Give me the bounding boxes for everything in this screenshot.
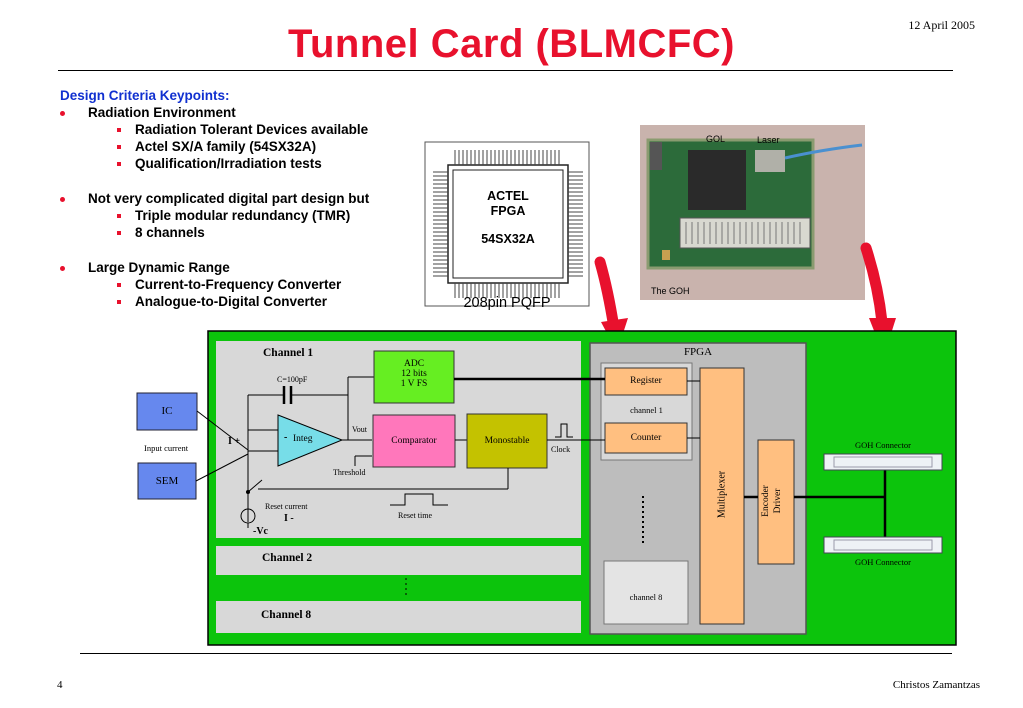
channel-2-label: Channel 2 (262, 552, 313, 564)
multiplexer-box (699, 367, 745, 625)
channel-8-small-label: channel 8 (629, 592, 663, 602)
header-rule (58, 70, 953, 71)
photo-label-gol: GOL (706, 134, 726, 144)
integ-minus-label: - (284, 432, 288, 443)
chip-label-1: ACTEL (487, 189, 529, 203)
channel-8-panel (216, 601, 581, 633)
encoder-driver-box (757, 439, 795, 565)
adc-label-3: 1 V FS (400, 379, 428, 389)
page-title: Tunnel Card (BLMCFC) (288, 22, 735, 66)
date-label: 12 April 2005 (908, 18, 975, 32)
criteria-subitem: Actel SX/A family (54SX32A) (135, 139, 317, 154)
register-box (604, 367, 688, 396)
adc-box (373, 350, 455, 404)
bullet-square-icon (117, 145, 121, 149)
criteria-subitem: Radiation Tolerant Devices available (135, 122, 369, 137)
footer-rule (80, 653, 952, 654)
integrator-amp (277, 414, 344, 467)
criteria-item: Radiation Environment (88, 105, 236, 120)
bullet-square-icon (117, 300, 121, 304)
criteria-subitem: Qualification/Irradiation tests (135, 156, 322, 171)
i-plus-label: I + (228, 436, 241, 447)
monostable-box (466, 413, 548, 469)
goh-connector-label-1: GOH Connector (855, 440, 911, 450)
photo-label-laser: Laser (757, 135, 780, 145)
goh-connector-label-2: GOH Connector (855, 557, 911, 567)
monostable-label: Monostable (484, 436, 530, 446)
encoder-label: Encoder (761, 485, 771, 517)
reset-pulse-icon (390, 493, 448, 506)
author-label: Christos Zamantzas (892, 679, 980, 691)
clock-label: Clock (551, 445, 571, 454)
channel-2-panel (216, 546, 581, 575)
bullet-square-icon (117, 128, 121, 132)
sem-box (137, 462, 197, 500)
goh-photo (640, 125, 865, 300)
reset-switch-icon (247, 479, 263, 493)
bullet-dot-icon (60, 111, 65, 116)
integ-label: Integ (293, 434, 313, 444)
i-minus-label: I - (284, 513, 294, 524)
goh-connector-icon (823, 536, 943, 554)
vout-label: Vout (352, 425, 367, 434)
counter-box (604, 422, 688, 454)
adc-label-2: 12 bits (401, 369, 427, 379)
register-label: Register (630, 376, 662, 386)
bullet-square-icon (117, 214, 121, 218)
criteria-subitem: 8 channels (135, 225, 205, 240)
bullet-square-icon (117, 162, 121, 166)
page-number: 4 (57, 679, 63, 691)
chip-label-2: FPGA (490, 204, 526, 218)
comparator-label: Comparator (391, 436, 437, 446)
input-current-label: Input current (144, 443, 189, 453)
capacitor-label: C=100pF (277, 375, 308, 384)
reset-time-label: Reset time (398, 511, 432, 520)
chip-caption: 208pin PQFP (463, 295, 551, 311)
clock-pulse-icon (555, 423, 573, 438)
bullet-dot-icon (60, 266, 65, 271)
criteria-subitem: Triple modular redundancy (TMR) (135, 208, 351, 223)
sem-label: SEM (155, 475, 179, 487)
criteria-item: Large Dynamic Range (88, 260, 230, 275)
counter-label: Counter (630, 433, 662, 443)
fpga-label: FPGA (683, 346, 713, 358)
bullet-square-icon (117, 283, 121, 287)
driver-label: Driver (773, 488, 783, 514)
channel-1-label: Channel 1 (263, 347, 314, 359)
channel-1-small-label: channel 1 (630, 405, 663, 415)
vc-label: -Vc (253, 526, 268, 537)
chip-label-3: 54SX32A (481, 232, 535, 246)
adc-label-1: ADC (403, 359, 425, 369)
channel-8-box (603, 560, 689, 625)
criteria-subitem: Current-to-Frequency Converter (135, 277, 342, 292)
threshold-label: Threshold (333, 468, 366, 477)
bullet-dot-icon (60, 197, 65, 202)
criteria-heading: Design Criteria Keypoints: (60, 88, 230, 103)
fpga-chip-image (424, 141, 590, 307)
bullet-square-icon (117, 231, 121, 235)
ic-box (136, 392, 198, 431)
ic-label: IC (161, 405, 173, 417)
multiplexer-label: Multiplexer (716, 470, 728, 519)
goh-connector-icon (823, 453, 943, 471)
comparator-box (372, 414, 456, 468)
criteria-subitem: Analogue-to-Digital Converter (135, 294, 328, 309)
channel-8-label: Channel 8 (261, 609, 312, 621)
photo-caption: The GOH (651, 286, 690, 296)
reset-current-label: Reset current (265, 502, 308, 511)
criteria-item: Not very complicated digital part design… (88, 191, 370, 206)
